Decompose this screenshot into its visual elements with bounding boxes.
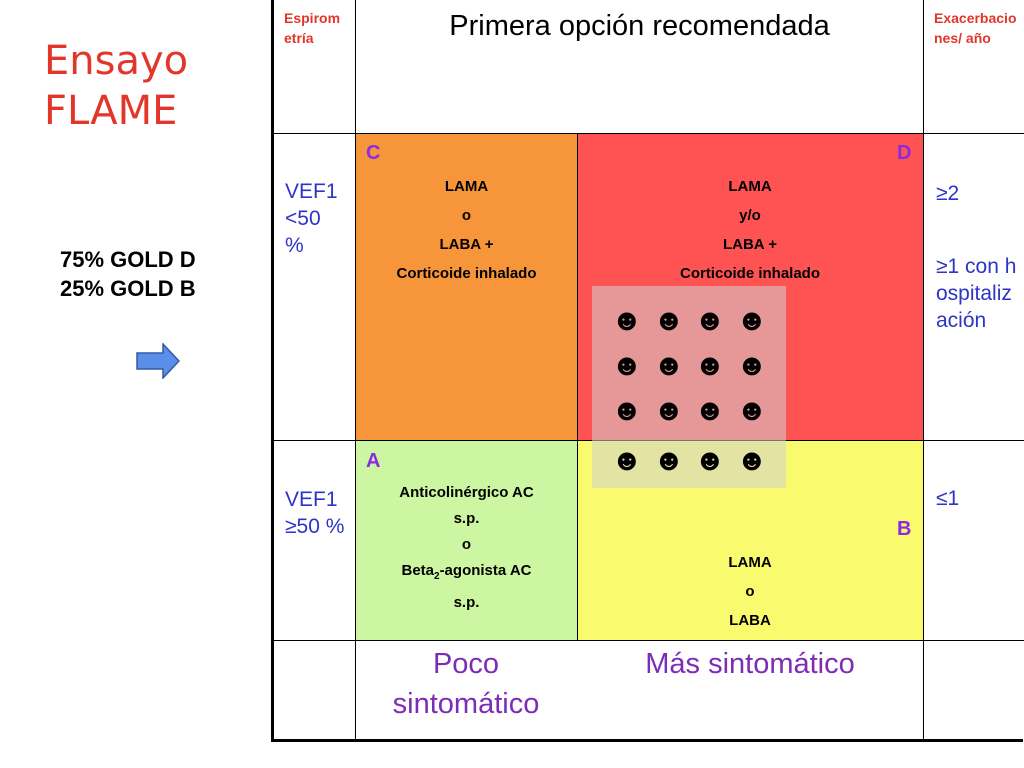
quadrant-a-treatment: Anticolinérgico AC s.p. o Beta2-agonista… [399,484,534,611]
gold-b-stat: 25% GOLD B [60,276,196,301]
smiley-icon: ☻ [653,349,685,382]
right-arrow-icon [136,343,180,379]
quadrant-c-treatment: LAMA o LABA + Corticoide inhalado [396,178,537,282]
quadrant-letter-d: D [897,142,912,164]
header-espirometria: Espirometría [284,10,341,46]
slide-title-line-2: FLAME [44,88,178,134]
smiley-icon: ☻ [611,349,643,382]
smiley-icon: ☻ [736,444,768,477]
quadrant-letter-b: B [897,518,912,540]
row-label-vef1-low: VEF1 <50 % [285,180,338,257]
smiley-icon: ☻ [736,349,768,382]
smiley-icon: ☻ [736,304,768,337]
smiley-icon: ☻ [611,394,643,427]
quadrant-letter-a: A [366,450,381,472]
smiley-icon: ☻ [694,444,726,477]
grid-line [274,640,1024,641]
footer-mas-sintomatico: Más sintomático [645,648,855,680]
quadrant-c [356,134,577,440]
header-primera-opcion: Primera opción recomendada [449,10,830,42]
smiley-icon: ☻ [611,304,643,337]
smiley-icon: ☻ [653,304,685,337]
exacerbation-le1: ≤1 [936,487,960,510]
row-label-vef1-high: VEF1 ≥50 % [285,488,345,538]
smiley-icon: ☻ [653,444,685,477]
smiley-icon: ☻ [736,394,768,427]
header-exacerbaciones: Exacerbaciones/ año [934,10,1017,46]
quadrant-d-treatment: LAMA y/o LABA + Corticoide inhalado [679,178,820,282]
quadrant-letter-c: C [366,142,381,164]
smiley-icon: ☻ [694,349,726,382]
smiley-icon: ☻ [694,304,726,337]
grid-line [577,134,578,640]
grid-line [923,0,924,742]
gold-d-stat: 75% GOLD D [60,247,196,272]
quadrant-b-treatment: LAMA o LABA [728,554,772,629]
smiley-icon: ☻ [653,394,685,427]
patient-smiley-grid: ☻ ☻ ☻ ☻ ☻ ☻ ☻ ☻ ☻ ☻ ☻ ☻ ☻ ☻ ☻ ☻ [592,286,786,488]
exacerbation-hospital: ≥1 con hospitalización [936,255,1017,332]
slide-title: Ensayo FLAME [44,36,188,136]
quadrant-a [356,440,577,640]
slide-title-line-1: Ensayo [44,38,189,84]
exacerbation-ge2: ≥2 [936,182,960,205]
grid-line [274,133,1024,134]
smiley-icon: ☻ [611,444,643,477]
gold-stats: 75% GOLD D 25% GOLD B [60,245,196,303]
footer-poco-sintomatico: Poco sintomático [392,648,540,720]
grid-line [355,0,356,742]
smiley-icon: ☻ [694,394,726,427]
